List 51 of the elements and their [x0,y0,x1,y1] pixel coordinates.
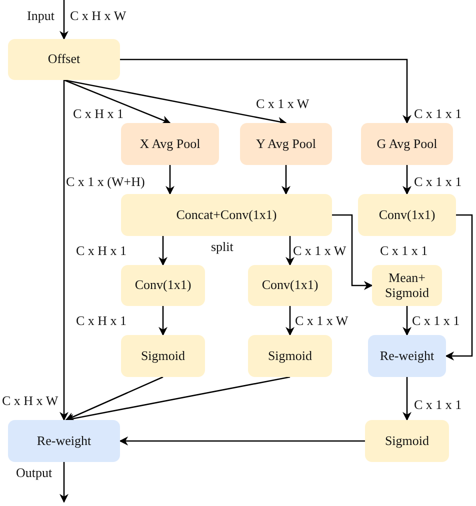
arrow [286,306,294,336]
annotation-label: C x 1 x 1 [414,398,462,411]
arrow [65,376,164,421]
process-box: Offset [8,39,120,80]
arrow [445,214,473,360]
annotation-label: C x 1 x 1 [414,175,462,188]
process-box: Y Avg Pool [240,123,332,165]
arrow [282,165,290,195]
process-box: Conv(1x1) [358,194,456,236]
arrow [286,236,294,266]
arrow [119,436,365,446]
annotation-label: split [211,240,234,253]
annotation-label: C x 1 x (W+H) [66,175,145,188]
arrow [60,80,68,421]
process-box: Conv(1x1) [248,265,332,306]
process-box: Re-weight [8,420,120,462]
arrow [60,462,68,503]
annotation-label: C x 1 x 1 [380,244,428,257]
annotation-label: C x H x W [2,394,58,407]
arrow [158,236,168,266]
annotation-label: C x H x 1 [76,244,127,257]
process-box: Sigmoid [121,335,205,377]
process-box: X Avg Pool [121,123,219,165]
annotation-label: Output [16,466,52,479]
arrow [166,165,174,195]
annotation-label: C x H x 1 [73,107,124,120]
arrow [60,0,68,40]
arrow [332,214,373,290]
annotation-label: C x 1 x 1 [412,314,460,327]
annotation-label: C x H x 1 [76,314,127,327]
arrow [64,79,171,124]
annotation-label: C x 1 x W [293,244,346,257]
process-box: Sigmoid [365,420,449,462]
arrow [65,376,290,423]
arrow [402,377,412,421]
process-box: Re-weight [368,335,446,377]
process-box: Concat+Conv(1x1) [121,194,332,236]
process-box: Mean+ Sigmoid [372,265,442,306]
arrow [402,306,412,336]
annotation-label: C x H x W [70,9,126,22]
annotation-label: C x 1 x W [295,314,348,327]
arrow [120,58,412,124]
arrow [64,79,287,126]
annotation-label: C x 1 x W [256,97,310,110]
arrow [158,306,168,336]
process-box: Sigmoid [248,335,332,377]
arrow [402,165,412,195]
process-box: G Avg Pool [361,123,453,165]
process-box: Conv(1x1) [121,265,205,306]
annotation-label: C x 1 x 1 [414,107,462,120]
annotation-label: Input [27,9,54,22]
